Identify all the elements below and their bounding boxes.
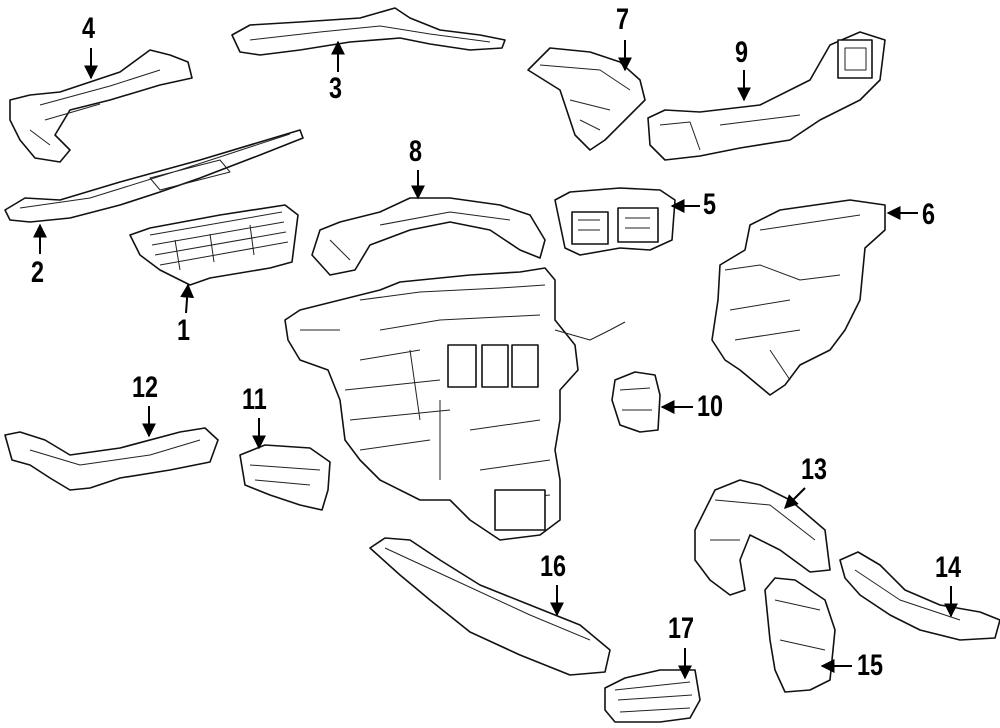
part-4-duct	[9, 49, 193, 163]
part-9-duct	[647, 31, 886, 161]
callout-12: 12	[132, 371, 159, 404]
part-1-register	[129, 204, 299, 286]
callout-17: 17	[668, 612, 695, 645]
callout-6: 6	[922, 198, 936, 231]
part-17-register	[604, 669, 701, 723]
part-7-vent	[527, 47, 646, 151]
callout-1: 1	[177, 314, 191, 347]
part-11-duct	[239, 444, 331, 511]
callout-9: 9	[735, 36, 749, 69]
leader-1	[180, 283, 195, 314]
part-10-bracket	[611, 371, 661, 433]
part-14-duct	[839, 551, 1000, 641]
part-13-duct	[694, 479, 831, 596]
part-8-duct	[311, 197, 546, 276]
callout-8: 8	[409, 135, 423, 168]
callout-4: 4	[82, 12, 96, 45]
callout-10: 10	[697, 390, 724, 423]
part-16-duct	[369, 537, 611, 676]
callout-14: 14	[935, 551, 962, 584]
callout-15: 15	[857, 649, 884, 682]
callout-3: 3	[329, 72, 343, 105]
leader-13	[784, 487, 806, 509]
callout-5: 5	[703, 188, 717, 221]
callout-2: 2	[31, 256, 45, 289]
part-12-duct	[4, 427, 219, 491]
part-3-duct	[231, 7, 506, 56]
part-2-rail	[4, 129, 304, 223]
part-5-register	[554, 187, 676, 256]
part-15-duct	[764, 577, 836, 693]
callout-7: 7	[616, 3, 630, 36]
part-6-housing	[711, 199, 886, 396]
callout-16: 16	[540, 550, 567, 583]
hvac-unit	[284, 267, 626, 541]
callout-11: 11	[242, 383, 267, 416]
callout-13: 13	[801, 453, 828, 486]
leader-arrows	[33, 40, 958, 680]
